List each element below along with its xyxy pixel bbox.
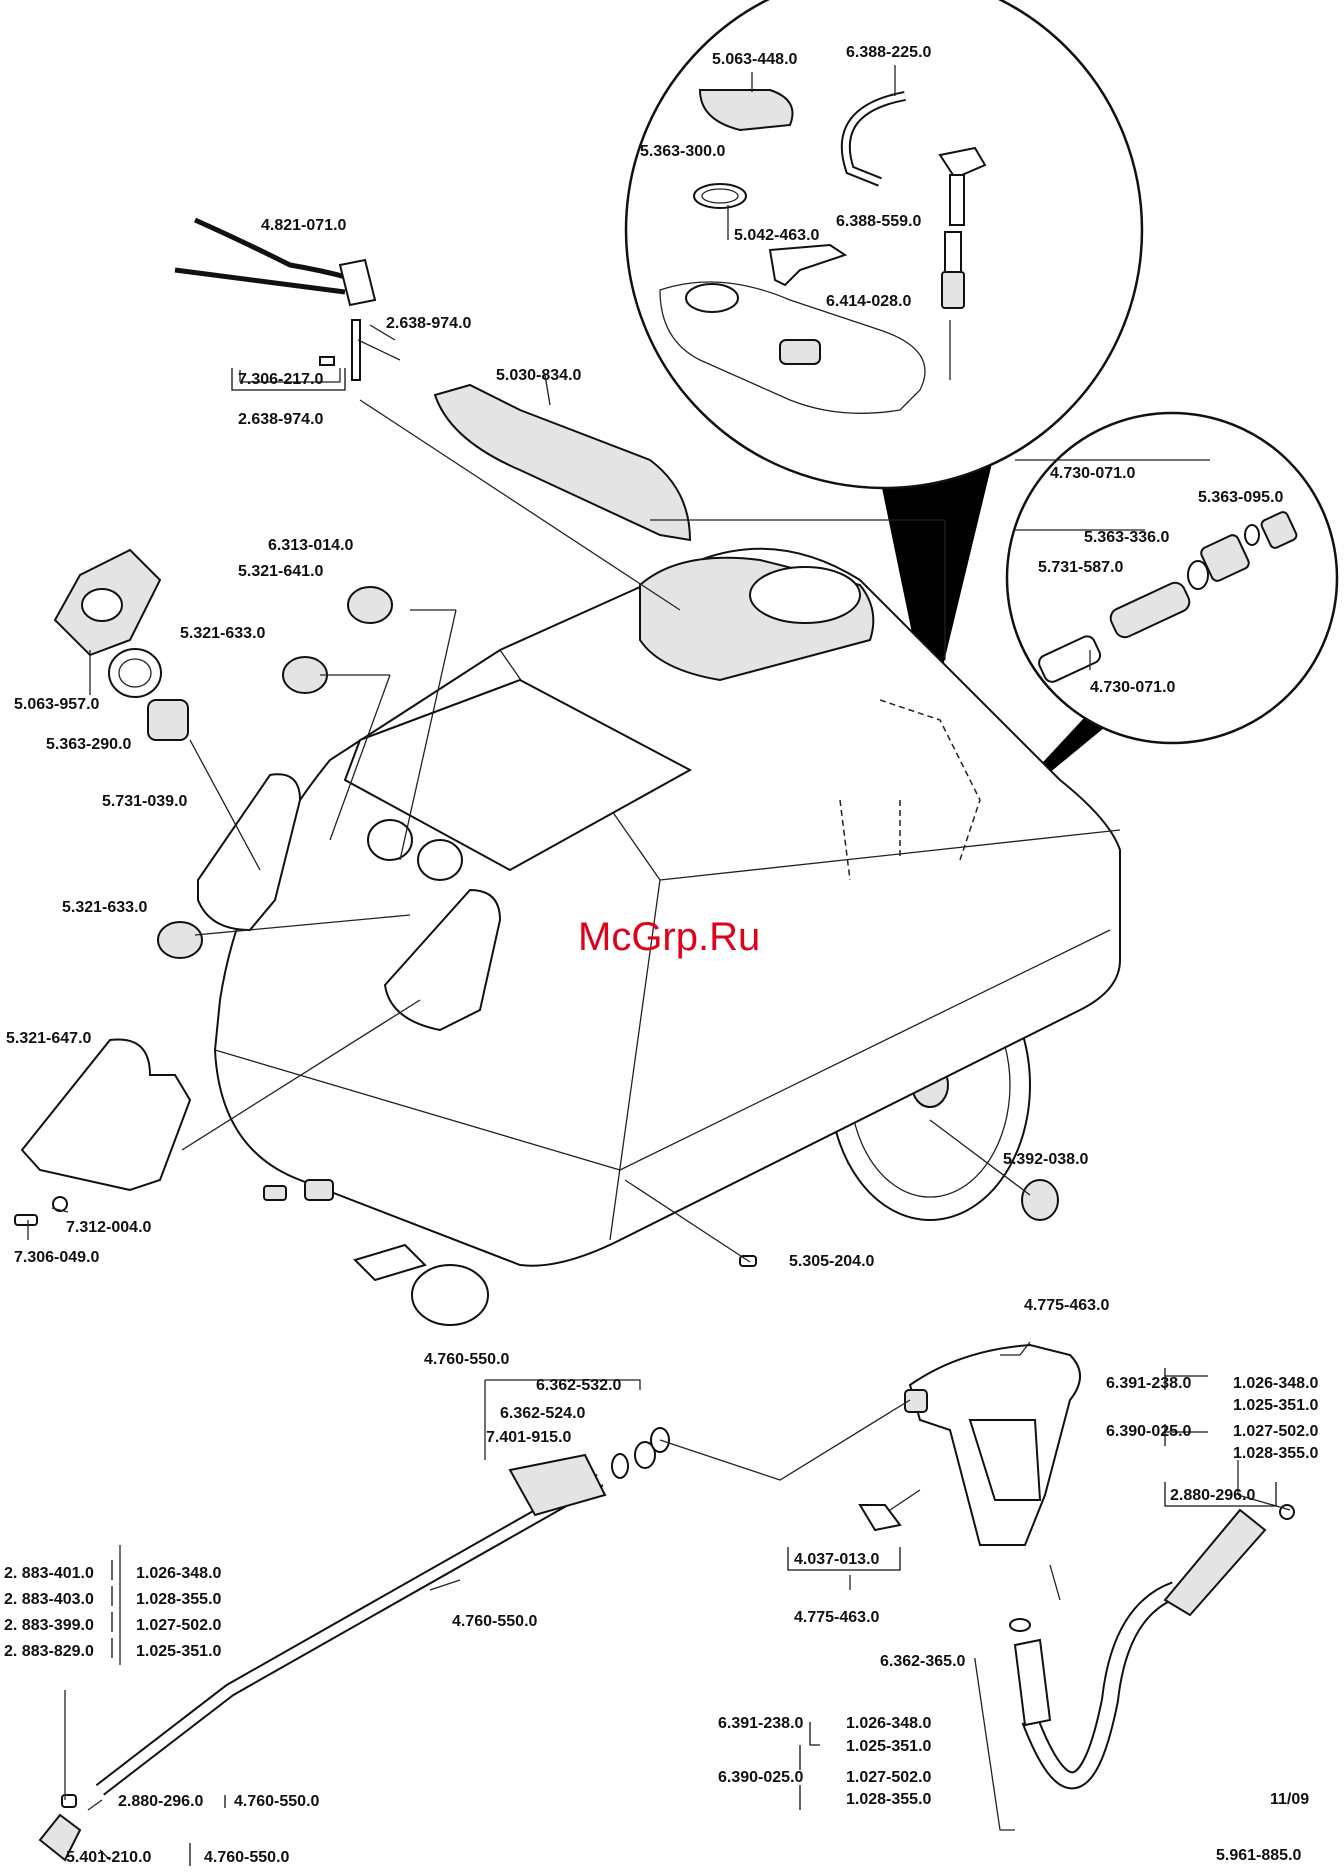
label-2-638-974-a: 2.638-974.0 <box>386 315 472 332</box>
label-6-391-238-a: 6.391-238.0 <box>1106 1375 1192 1392</box>
label-5-731-039: 5.731-039.0 <box>102 793 188 810</box>
label-4-760-550-b: 4.760-550.0 <box>452 1613 538 1630</box>
label-1-026-348-a: 1.026-348.0 <box>1233 1375 1319 1392</box>
label-5-363-300: 5.363-300.0 <box>640 143 726 160</box>
leader-lines <box>27 324 1291 1861</box>
label-2-883-401: 2. 883-401.0 <box>4 1565 94 1582</box>
label-2-883-829: 2. 883-829.0 <box>4 1643 94 1660</box>
label-5-063-448: 5.063-448.0 <box>712 51 798 68</box>
label-2-638-974-b: 2.638-974.0 <box>238 411 324 428</box>
label-1-027-502-b: 1.027-502.0 <box>846 1769 932 1786</box>
label-4-037-013: 4.037-013.0 <box>794 1551 880 1568</box>
label-6-362-524: 6.362-524.0 <box>500 1405 586 1422</box>
label-5-030-834: 5.030-834.0 <box>496 367 582 384</box>
label-5-401-210: 5.401-210.0 <box>66 1849 152 1866</box>
label-4-775-463-b: 4.775-463.0 <box>794 1609 880 1626</box>
label-7-312-004: 7.312-004.0 <box>66 1219 152 1236</box>
label-6-388-559: 6.388-559.0 <box>836 213 922 230</box>
label-5-063-957: 5.063-957.0 <box>14 696 100 713</box>
label-1-028-355-b: 1.028-355.0 <box>846 1791 932 1808</box>
label-4-730-071-a: 4.730-071.0 <box>1050 465 1136 482</box>
label-5-363-095: 5.363-095.0 <box>1198 489 1284 506</box>
label-1-027-502-c: 1.027-502.0 <box>136 1617 222 1634</box>
label-7-306-049: 7.306-049.0 <box>14 1249 100 1266</box>
label-frames <box>111 368 1277 1866</box>
label-6-362-532: 6.362-532.0 <box>536 1377 622 1394</box>
label-1-028-355-c: 1.028-355.0 <box>136 1591 222 1608</box>
label-5-392-038: 5.392-038.0 <box>1003 1151 1089 1168</box>
label-1-026-348-b: 1.026-348.0 <box>846 1715 932 1732</box>
machine-body <box>197 547 1121 1326</box>
label-2-880-296-a: 2.880-296.0 <box>1170 1487 1256 1504</box>
label-5-321-641: 5.321-641.0 <box>238 563 324 580</box>
label-5-042-463: 5.042-463.0 <box>734 227 820 244</box>
label-2-880-296-b: 2.880-296.0 <box>118 1793 204 1810</box>
label-1-028-355-a: 1.028-355.0 <box>1233 1445 1319 1462</box>
label-2-883-399: 2. 883-399.0 <box>4 1617 94 1634</box>
label-5-321-647: 5.321-647.0 <box>6 1030 92 1047</box>
label-5-305-204: 5.305-204.0 <box>789 1253 875 1270</box>
label-7-306-217: 7.306-217.0 <box>238 371 324 388</box>
label-6-313-014: 6.313-014.0 <box>268 537 354 554</box>
label-6-391-238-b: 6.391-238.0 <box>718 1715 804 1732</box>
date-code: 11/09 <box>1270 1791 1309 1808</box>
label-5-321-633-b: 5.321-633.0 <box>62 899 148 916</box>
loose-parts <box>14 217 1295 1862</box>
label-4-760-550-c: 4.760-550.0 <box>234 1793 320 1810</box>
label-2-883-403: 2. 883-403.0 <box>4 1591 94 1608</box>
label-4-760-550-d: 4.760-550.0 <box>204 1849 290 1866</box>
label-5-731-587: 5.731-587.0 <box>1038 559 1124 576</box>
label-1-025-351-b: 1.025-351.0 <box>846 1738 932 1755</box>
label-6-390-025-a: 6.390-025.0 <box>1106 1423 1192 1440</box>
part-labels: 5.063-448.0 6.388-225.0 5.363-300.0 6.38… <box>4 44 1319 1866</box>
label-6-388-225: 6.388-225.0 <box>846 44 932 61</box>
label-7-401-915: 7.401-915.0 <box>486 1429 572 1446</box>
label-4-760-550-a: 4.760-550.0 <box>424 1351 510 1368</box>
watermark: McGrp.Ru <box>578 915 760 959</box>
label-1-025-351-c: 1.025-351.0 <box>136 1643 222 1660</box>
label-1-027-502-a: 1.027-502.0 <box>1233 1423 1319 1440</box>
label-5-363-290: 5.363-290.0 <box>46 736 132 753</box>
label-4-821-071: 4.821-071.0 <box>261 217 347 234</box>
label-5-321-633-a: 5.321-633.0 <box>180 625 266 642</box>
detail-circle-top <box>624 0 1144 720</box>
label-6-362-365: 6.362-365.0 <box>880 1653 966 1670</box>
label-4-730-071-b: 4.730-071.0 <box>1090 679 1176 696</box>
label-4-775-463-a: 4.775-463.0 <box>1024 1297 1110 1314</box>
label-5-363-336: 5.363-336.0 <box>1084 529 1170 546</box>
label-6-414-028: 6.414-028.0 <box>826 293 912 310</box>
label-1-025-351-a: 1.025-351.0 <box>1233 1397 1319 1414</box>
document-number: 5.961-885.0 <box>1216 1847 1302 1864</box>
label-1-026-348-c: 1.026-348.0 <box>136 1565 222 1582</box>
label-6-390-025-b: 6.390-025.0 <box>718 1769 804 1786</box>
